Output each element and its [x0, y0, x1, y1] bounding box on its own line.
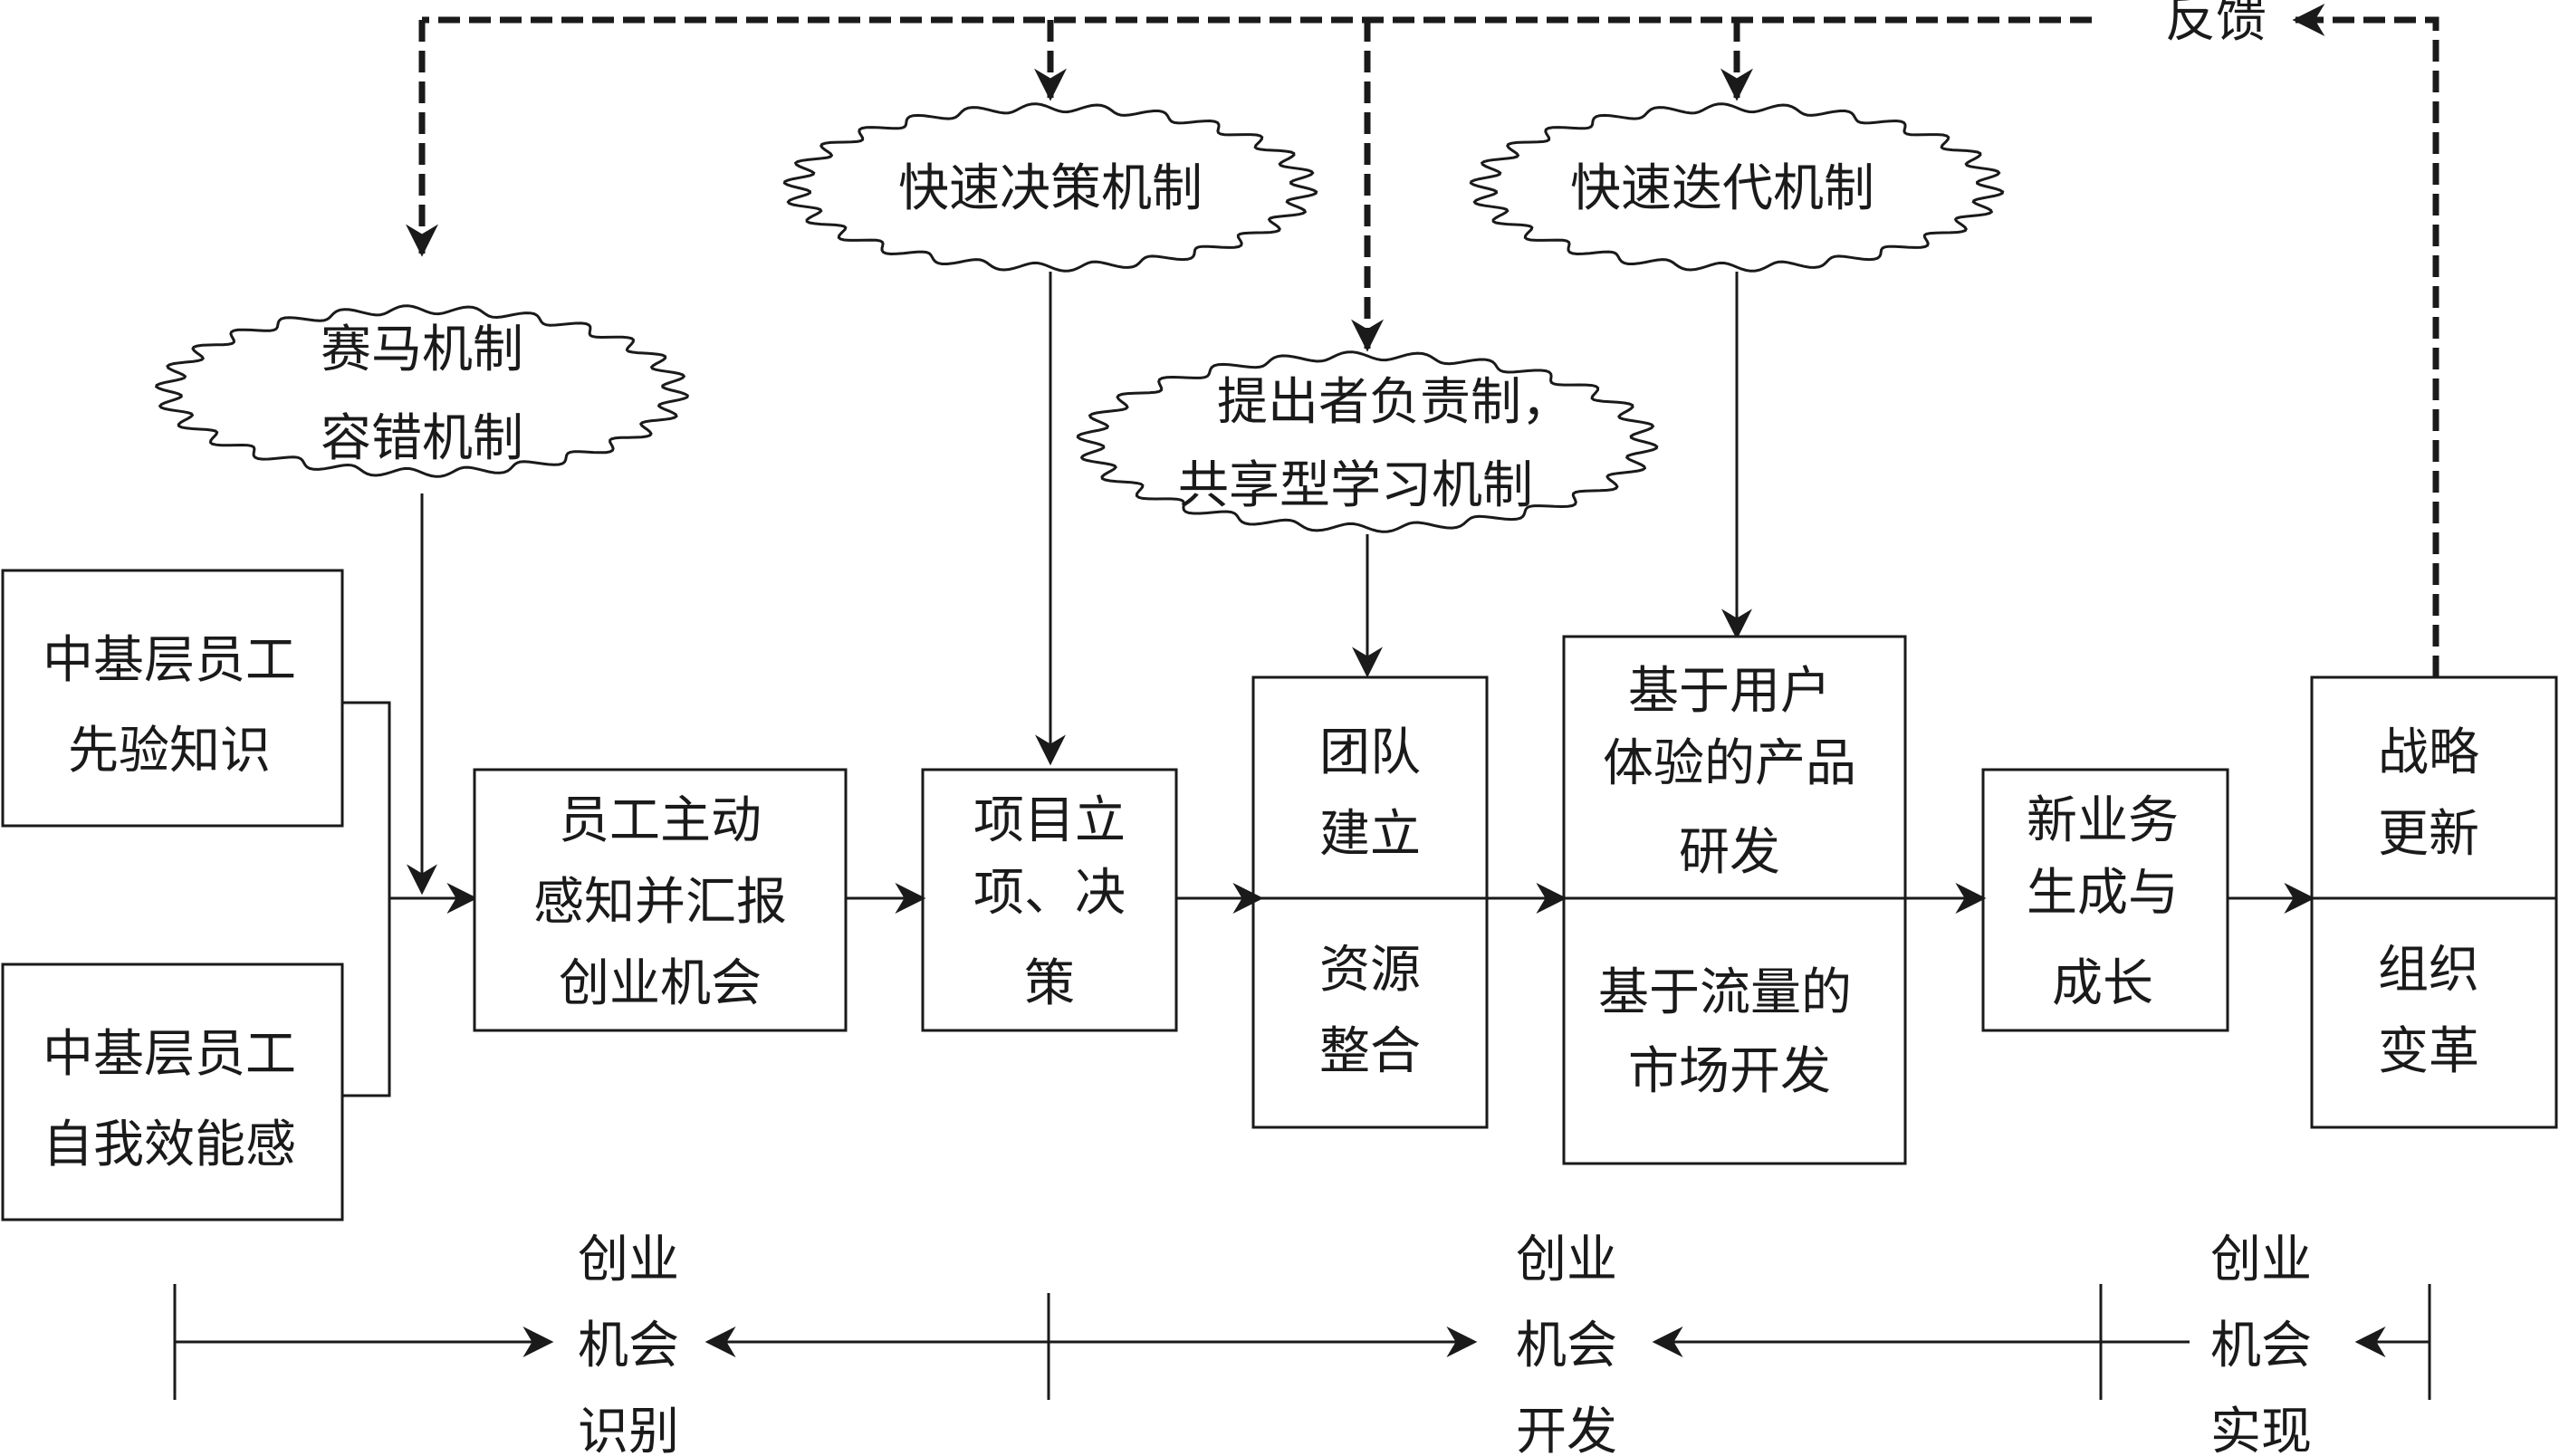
process-product: 基于用户 体验的产品 研发 基于流量的 市场开发 — [1562, 635, 1907, 1165]
stage-identification: 创业 机会 识别 — [578, 1231, 679, 1456]
process-text-line: 整合 — [1319, 1022, 1421, 1081]
process-text-line: 团队 — [1319, 723, 1421, 782]
mechanism-text-line: 快速决策机制 — [898, 159, 1203, 218]
process-text-line: 研发 — [1679, 823, 1780, 882]
mechanism-horse-race: 赛马机制 容错机制 — [155, 304, 689, 478]
process-text-line: 基于流量的 — [1598, 963, 1852, 1022]
stage-text-line: 创业 — [1516, 1231, 1617, 1289]
mechanism-proposer: 提出者负责制， 共享型学习机制 — [1076, 350, 1659, 533]
input-text-line: 先验知识 — [68, 722, 271, 781]
process-text-line: 感知并汇报 — [533, 873, 787, 932]
stage-text-line: 识别 — [578, 1403, 679, 1456]
mechanism-cloud-shape — [155, 304, 689, 478]
stage-text-line: 实现 — [2210, 1403, 2312, 1456]
process-strategy: 战略 更新 更新 组织 变革 — [2310, 675, 2558, 1129]
process-team: 团队 建立 资源 整合 — [1251, 675, 1489, 1129]
input-text-line: 中基层员工 — [43, 631, 296, 690]
process-text-line: 生成与 — [2027, 864, 2179, 923]
input-bracket — [342, 701, 478, 1097]
process-text-line: 成长 — [2052, 954, 2153, 1013]
mechanism-text-line: 提出者负责制， — [1217, 373, 1572, 432]
process-text-line: 基于用户 — [1628, 662, 1831, 721]
mechanism-cloud-shape — [1469, 102, 2005, 273]
input-text-line: 中基层员工 — [43, 1025, 296, 1084]
mechanism-cloud-shape — [782, 102, 1318, 273]
process-text-line: 市场开发 — [1628, 1042, 1831, 1101]
mechanism-text-line: 赛马机制 — [321, 321, 523, 379]
mechanism-fast-decision: 快速决策机制 — [782, 102, 1318, 273]
stage-text-line: 开发 — [1516, 1403, 1617, 1456]
process-text-line: 项目立 — [973, 791, 1126, 850]
process-text-line: 组织 — [2378, 941, 2479, 1000]
feedback-return-line — [2314, 16, 2439, 677]
mechanism-fast-iteration: 快速迭代机制 — [1469, 102, 2005, 273]
stage-text-line: 机会 — [578, 1317, 679, 1375]
process-text-line: 更新 — [2378, 805, 2479, 864]
input-text-line: 自我效能感 — [43, 1116, 296, 1174]
mechanism-text-line: 共享型学习机制 — [1178, 456, 1533, 515]
process-text-line: 变革 — [2378, 1022, 2479, 1081]
stage-text-line: 创业 — [2210, 1231, 2312, 1289]
process-text-line: 创业机会 — [559, 954, 762, 1013]
stage-realization: 创业 机会 实现 — [2210, 1231, 2312, 1456]
process-text-line: 体验的产品 — [1603, 734, 1856, 793]
feedback-loop — [406, 4, 2439, 677]
stage-development: 创业 机会 开发 — [1516, 1231, 1617, 1456]
process-text-line: 战略 — [2378, 723, 2479, 782]
input-self-efficacy: 中基层员工 自我效能感 — [1, 963, 344, 1221]
stage-text-line: 机会 — [1516, 1317, 1617, 1375]
process-text-line: 策 — [1024, 954, 1075, 1013]
input-prior-knowledge: 中基层员工 先验知识 — [1, 569, 344, 828]
mechanism-text-line: 容错机制 — [321, 409, 523, 468]
stage-text-line: 创业 — [578, 1231, 679, 1289]
process-project: 项目立 项、决 策 — [921, 768, 1178, 1032]
mechanism-text-line: 快速迭代机制 — [1570, 159, 1874, 218]
process-text-line: 资源 — [1319, 941, 1421, 1000]
process-perceive: 员工主动 感知并汇报 创业机会 — [473, 768, 848, 1032]
stage-timeline — [173, 1284, 2431, 1400]
process-text-line: 建立 — [1319, 805, 1421, 864]
mechanism-cloud-shape — [1076, 350, 1659, 533]
stage-text-line: 机会 — [2210, 1317, 2312, 1375]
process-text-line: 项、决 — [973, 864, 1126, 923]
process-text-line: 新业务 — [2027, 791, 2179, 850]
feedback-label: 反馈 — [2165, 0, 2267, 49]
process-text-line: 员工主动 — [559, 791, 762, 850]
process-growth: 新业务 生成与 成长 — [1981, 768, 2229, 1032]
